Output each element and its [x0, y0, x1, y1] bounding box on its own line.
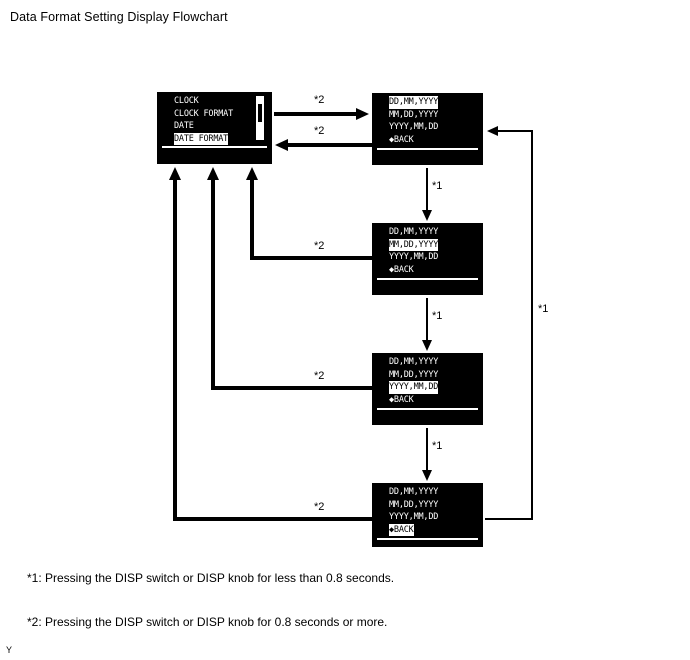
label-back-from-4: *2: [314, 501, 325, 513]
format-option-mmddyyyy[interactable]: MM,DD,YYYY: [389, 109, 439, 120]
corner-mark: Y: [6, 645, 13, 655]
format-option-ddmmyyyy[interactable]: DD,MM,YYYY: [389, 357, 439, 367]
label-return-long: *1: [538, 303, 549, 315]
connector-back-from-3-horizontal: [211, 386, 372, 390]
connector-back-from-2-horizontal: [250, 256, 372, 260]
connector-back-from-4-horizontal: [173, 517, 372, 521]
format-option-mmddyyyy[interactable]: MM,DD,YYYY: [389, 499, 439, 510]
arrowhead-up-back-from-4: [169, 167, 181, 180]
format-option-yyyymmdd[interactable]: YYYY,MM,DD: [389, 252, 439, 262]
screen-divider-rule: [377, 408, 478, 410]
connector-back-from-4-vertical: [173, 180, 177, 519]
connector-step-2-3: [426, 298, 428, 342]
format-option-back[interactable]: ◆BACK: [389, 394, 414, 405]
format-option-yyyymmdd[interactable]: YYYY,MM,DD: [389, 381, 439, 394]
label-step-2-3: *1: [432, 310, 443, 322]
arrowhead-left-return: [487, 126, 498, 136]
label-back-from-2: *2: [314, 240, 325, 252]
date-format-screen-4: DD,MM,YYYY MM,DD,YYYY YYYY,MM,DD ◆BACK: [372, 483, 483, 547]
arrowhead-right-menu-to-format: [356, 108, 369, 120]
format-option-yyyymmdd[interactable]: YYYY,MM,DD: [389, 122, 439, 132]
screen-divider-rule: [162, 146, 267, 148]
footnote-2: *2: Pressing the DISP switch or DISP kno…: [27, 615, 388, 629]
page-title: Data Format Setting Display Flowchart: [10, 10, 228, 24]
screen-divider-rule: [377, 148, 478, 150]
menu-item-clock[interactable]: CLOCK: [174, 96, 199, 106]
arrowhead-left-format-to-menu: [275, 139, 288, 151]
format-option-mmddyyyy[interactable]: MM,DD,YYYY: [389, 238, 439, 251]
label-format-to-menu: *2: [314, 125, 325, 137]
connector-back-from-2-vertical: [250, 180, 254, 258]
arrowhead-down-step-3-4: [422, 470, 432, 481]
format-option-mmddyyyy[interactable]: MM,DD,YYYY: [389, 369, 439, 380]
footnote-1: *1: Pressing the DISP switch or DISP kno…: [27, 571, 395, 585]
menu-item-date-format[interactable]: DATE FORMAT: [174, 132, 229, 145]
label-step-3-4: *1: [432, 440, 443, 452]
date-format-screen-2: DD,MM,YYYY MM,DD,YYYY YYYY,MM,DD ◆BACK: [372, 223, 483, 295]
connector-format-to-menu: [288, 143, 372, 147]
label-menu-to-format: *2: [314, 94, 325, 106]
menu-item-date[interactable]: DATE: [174, 121, 194, 131]
screen-divider-rule: [377, 538, 478, 540]
arrowhead-down-step-2-3: [422, 340, 432, 351]
connector-step-1-2: [426, 168, 428, 212]
connector-return-bottom: [485, 518, 533, 520]
arrowhead-down-step-1-2: [422, 210, 432, 221]
connector-back-from-3-vertical: [211, 180, 215, 388]
format-option-yyyymmdd[interactable]: YYYY,MM,DD: [389, 512, 439, 522]
format-option-back[interactable]: ◆BACK: [389, 264, 414, 275]
label-back-from-3: *2: [314, 370, 325, 382]
arrowhead-up-back-from-2: [246, 167, 258, 180]
connector-return-top: [497, 130, 533, 132]
format-option-ddmmyyyy[interactable]: DD,MM,YYYY: [389, 96, 439, 109]
arrowhead-up-back-from-3: [207, 167, 219, 180]
format-option-back[interactable]: ◆BACK: [389, 134, 414, 145]
format-option-ddmmyyyy[interactable]: DD,MM,YYYY: [389, 487, 439, 497]
date-format-screen-1: DD,MM,YYYY MM,DD,YYYY YYYY,MM,DD ◆BACK: [372, 93, 483, 165]
label-step-1-2: *1: [432, 180, 443, 192]
menu-screen: CLOCK CLOCK FORMAT DATE DATE FORMAT: [157, 92, 272, 164]
connector-menu-to-format: [274, 112, 358, 116]
format-option-back[interactable]: ◆BACK: [389, 523, 414, 536]
scrollbar-thumb[interactable]: [258, 104, 262, 122]
format-option-ddmmyyyy[interactable]: DD,MM,YYYY: [389, 227, 439, 237]
date-format-screen-3: DD,MM,YYYY MM,DD,YYYY YYYY,MM,DD ◆BACK: [372, 353, 483, 425]
connector-return-vertical: [531, 130, 533, 520]
screen-divider-rule: [377, 278, 478, 280]
menu-item-clock-format[interactable]: CLOCK FORMAT: [174, 108, 234, 119]
connector-step-3-4: [426, 428, 428, 472]
